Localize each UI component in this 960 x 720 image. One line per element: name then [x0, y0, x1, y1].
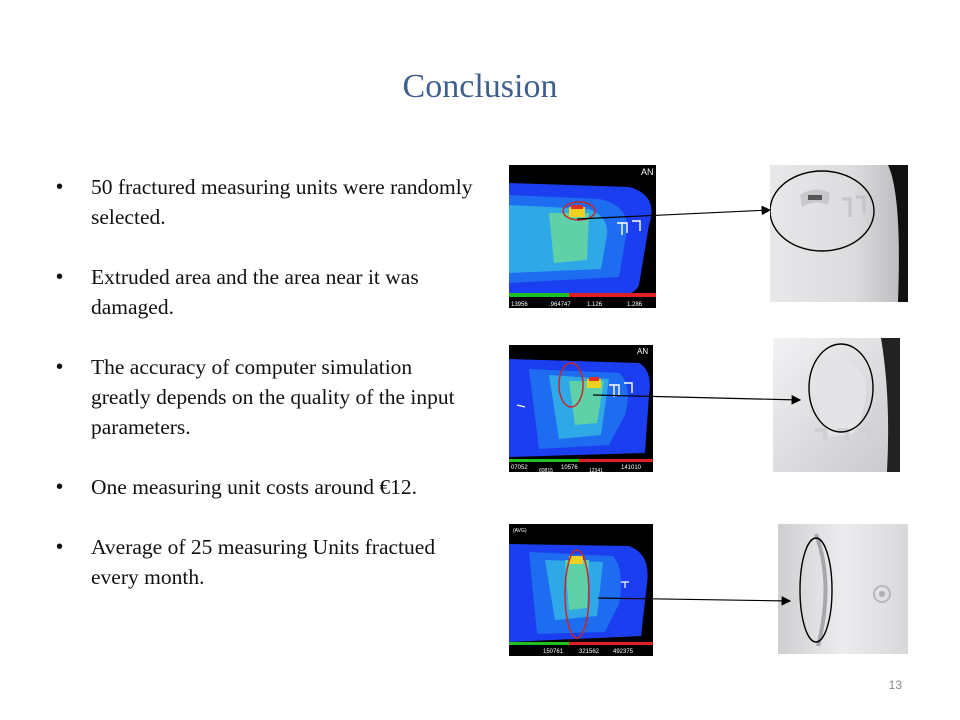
scale-label: 12341: [589, 468, 603, 472]
bullet-item: Average of 25 measuring Units fractued e…: [56, 532, 476, 592]
slide-title: Conclusion: [402, 68, 558, 105]
bullet-list: 50 fractured measuring units were random…: [56, 172, 476, 622]
simulation-image-1: AN 13956 .964747 1.126 1.286: [509, 165, 656, 308]
fracture-photo-1: [770, 165, 908, 302]
scale-label: 141010: [621, 465, 642, 471]
scale-label: 150761: [543, 649, 564, 655]
page-number: 13: [888, 678, 902, 692]
sim-corner-label: AN: [637, 347, 648, 356]
bullet-item: The accuracy of computer simulation grea…: [56, 352, 476, 442]
scale-label: 10576: [561, 465, 578, 471]
sim-corner-label: (AVG): [513, 528, 527, 534]
sim-corner-label: AN: [641, 167, 654, 177]
scale-label: 07052: [511, 465, 528, 471]
bullet-item: 50 fractured measuring units were random…: [56, 172, 476, 232]
fracture-photo-2: [773, 338, 900, 472]
scale-label: 1.126: [587, 302, 603, 308]
scale-label: 60815: [539, 468, 553, 472]
scale-label: 321562: [579, 649, 600, 655]
scale-label: .964747: [549, 302, 571, 308]
scale-label: 1.286: [627, 302, 643, 308]
simulation-image-2: AN 07052 10576 141010 60815 12341: [509, 345, 653, 472]
scale-label: 492375: [613, 649, 634, 655]
bullet-item: Extruded area and the area near it was d…: [56, 262, 476, 322]
fracture-photo-3: [778, 524, 908, 654]
bullet-item: One measuring unit costs around €12.: [56, 472, 476, 502]
scale-label: 13956: [511, 302, 528, 308]
simulation-image-3: (AVG) 150761 321562 492375: [509, 524, 653, 656]
